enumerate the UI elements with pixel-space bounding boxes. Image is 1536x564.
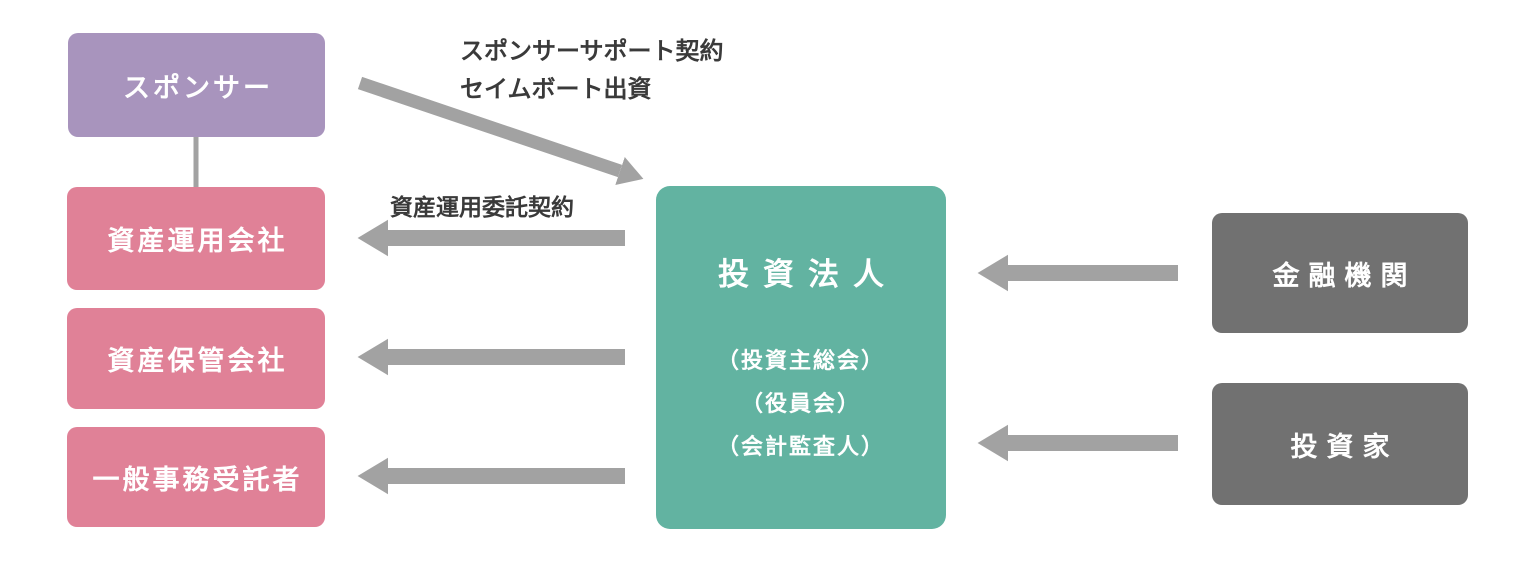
asset-management-agreement-annotation: 資産運用委託契約 xyxy=(390,195,574,221)
unitholders-meeting-label: （投資主総会） xyxy=(716,349,885,374)
general-administrator-label: 一般事務受託者 xyxy=(92,464,303,496)
general-administrator-box: 一般事務受託者 xyxy=(67,427,325,527)
accounting-auditor-label: （会計監査人） xyxy=(716,435,885,460)
asset-management-company-label: 資産運用会社 xyxy=(107,226,288,257)
sponsor-support-agreement-line: スポンサーサポート契約 xyxy=(460,37,724,65)
sponsor-box: スポンサー xyxy=(68,33,325,137)
investment-corporation-title: 投資法人 xyxy=(718,257,898,293)
sponsor-support-annotation: スポンサーサポート契約 セイムボート出資 xyxy=(460,32,724,108)
same-boat-investment-line: セイムボート出資 xyxy=(460,75,652,103)
board-of-directors-label: （役員会） xyxy=(740,392,861,417)
investment-corporation-box: 投資法人 （投資主総会） （役員会） （会計監査人） xyxy=(656,186,946,529)
sponsor-to-reit-arrow xyxy=(357,76,644,186)
financial-institution-box: 金融機関 xyxy=(1212,213,1468,333)
asset-custody-company-label: 資産保管会社 xyxy=(107,346,288,377)
investor-label: 投資家 xyxy=(1290,431,1399,463)
asset-management-company-box: 資産運用会社 xyxy=(67,187,325,290)
financial-institution-label: 金融機関 xyxy=(1272,260,1417,292)
investor-box: 投資家 xyxy=(1212,383,1468,505)
asset-custody-company-box: 資産保管会社 xyxy=(67,308,325,409)
investment-corporation-organs: （投資主総会） （役員会） （会計監査人） xyxy=(717,340,885,469)
sponsor-label: スポンサー xyxy=(123,72,273,104)
